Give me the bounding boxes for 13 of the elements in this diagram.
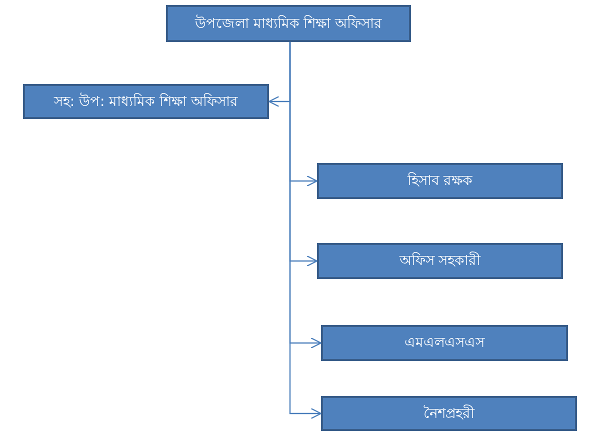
position-title: উপজেলা মাধ্যমিক শিক্ষা অফিসার (194, 14, 382, 34)
connector-arrow (289, 42, 322, 420)
position-box (321, 325, 568, 361)
position-box (317, 243, 563, 279)
position-box (321, 396, 577, 431)
position-box (317, 163, 563, 199)
position-title: সহ: উপ: মাধ্যমিক শিক্ষা অফিসার (54, 92, 238, 112)
position-title: হিসাব রক্ষক (407, 171, 473, 191)
position-title: এমএলএসএস (404, 334, 484, 353)
position-title: নৈশপ্রহরী (424, 404, 474, 424)
position-box (23, 84, 269, 119)
position-title: অফিস সহকারী (399, 250, 481, 271)
position-box (166, 5, 411, 42)
